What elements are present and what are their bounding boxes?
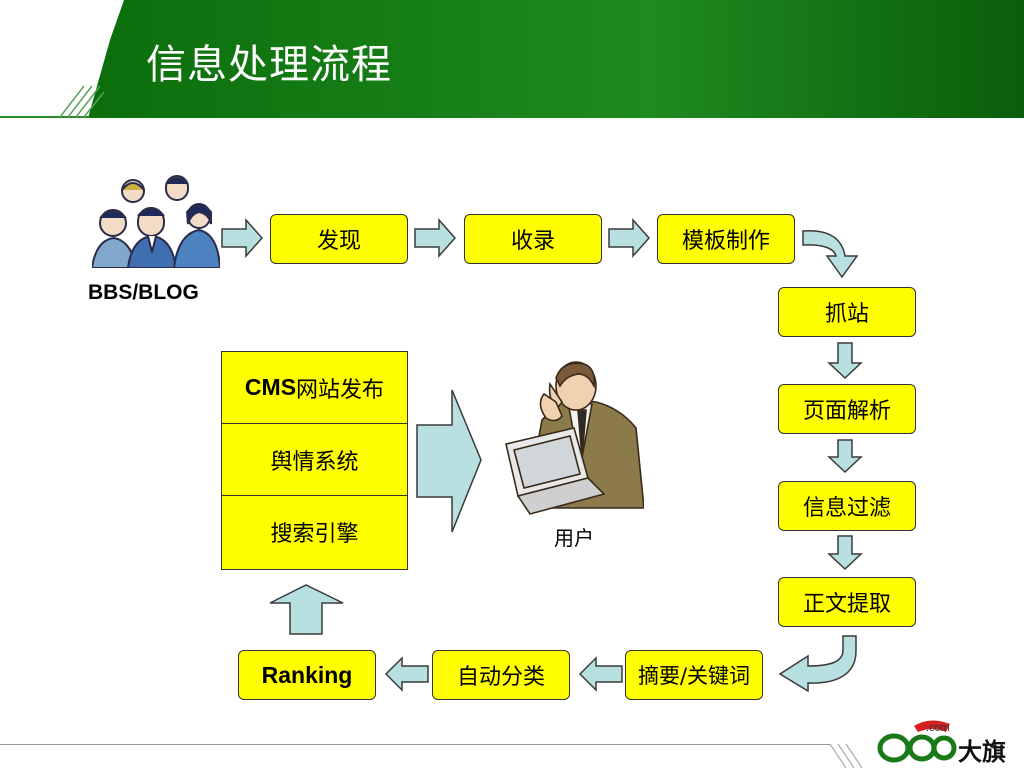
step-crawl: 抓站 [778,287,916,337]
dagi-logo: .com dagi 大旗 [874,714,1020,766]
footer-divider [0,744,830,745]
people-group-icon [92,175,220,268]
step-collect: 收录 [464,214,602,264]
logo-mark [877,720,957,763]
source-label: BBS/BLOG [88,281,199,304]
stack-sentiment-system: 舆情系统 [222,424,407,496]
step-template: 模板制作 [657,214,795,264]
user-at-computer-icon [505,361,644,515]
step-info-filter: 信息过滤 [778,481,916,531]
logo-chinese: 大旗 [958,738,1006,766]
stack-search-engine: 搜索引擎 [270,522,359,547]
arrow-right [414,218,457,258]
arrow-down [827,535,863,571]
arrow-right [221,218,264,258]
arrow-curve-down [802,230,859,279]
logo-domain: .com [926,722,950,734]
step-summary-keywords: 摘要/关键词 [625,650,763,700]
step-auto-classify: 自动分类 [432,650,570,700]
footer-stripes [829,744,863,768]
cms-prefix: CMS [244,374,297,400]
cms-suffix: 网站发布 [296,377,385,403]
arrow-down [827,342,863,380]
step-text-extract: 正文提取 [778,577,916,627]
step-ranking: Ranking [238,650,376,700]
arrow-left [578,656,623,692]
arrow-curve-left [778,635,857,693]
arrow-right-large [416,389,482,533]
arrow-down [827,439,863,474]
header-banner [0,0,1024,118]
arrow-up [269,584,344,635]
step-discover: 发现 [270,214,408,264]
arrow-right [608,218,651,258]
arrow-left [384,656,429,692]
step-page-parse: 页面解析 [778,384,916,434]
page-title: 信息处理流程 [146,42,392,88]
user-label: 用户 [554,526,594,550]
